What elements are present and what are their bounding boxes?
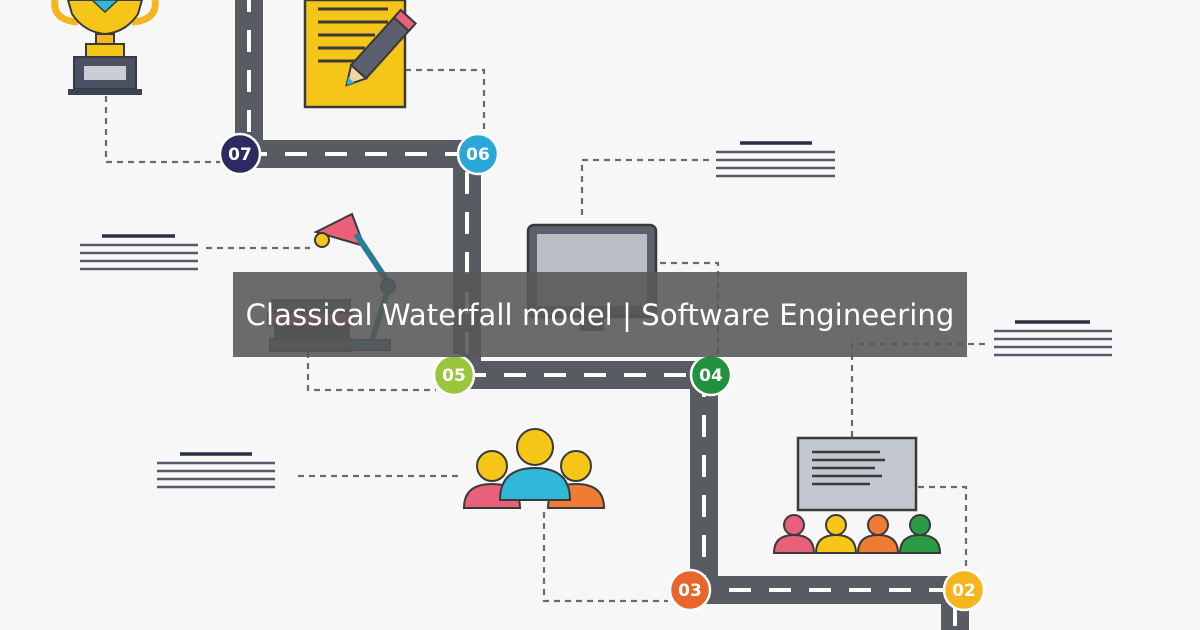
text-lines-left-upper (80, 234, 198, 271)
svg-text:02: 02 (952, 581, 976, 601)
svg-text:07: 07 (228, 145, 252, 165)
document-pencil-icon (303, 0, 417, 109)
svg-text:05: 05 (442, 366, 466, 386)
road-path (235, 0, 969, 630)
step-marker-04: 04 (689, 353, 733, 397)
step-marker-07: 07 (218, 132, 262, 176)
svg-text:03: 03 (678, 581, 702, 601)
step-marker-02: 02 (942, 568, 986, 612)
text-lines-left-lower (157, 452, 275, 489)
step-markers: 07 06 05 04 03 02 (218, 132, 986, 612)
step-marker-03: 03 (668, 568, 712, 612)
svg-text:06: 06 (466, 145, 490, 165)
title-banner: Classical Waterfall model | Software Eng… (233, 272, 967, 357)
text-lines-top-right (716, 141, 835, 178)
svg-text:04: 04 (699, 366, 723, 386)
team-icon (462, 428, 606, 509)
page-title: Classical Waterfall model | Software Eng… (245, 297, 955, 332)
presentation-board-icon (772, 436, 942, 554)
text-lines-right-middle (994, 320, 1112, 357)
step-marker-06: 06 (456, 132, 500, 176)
trophy-icon (51, 0, 159, 95)
step-marker-05: 05 (432, 353, 476, 397)
